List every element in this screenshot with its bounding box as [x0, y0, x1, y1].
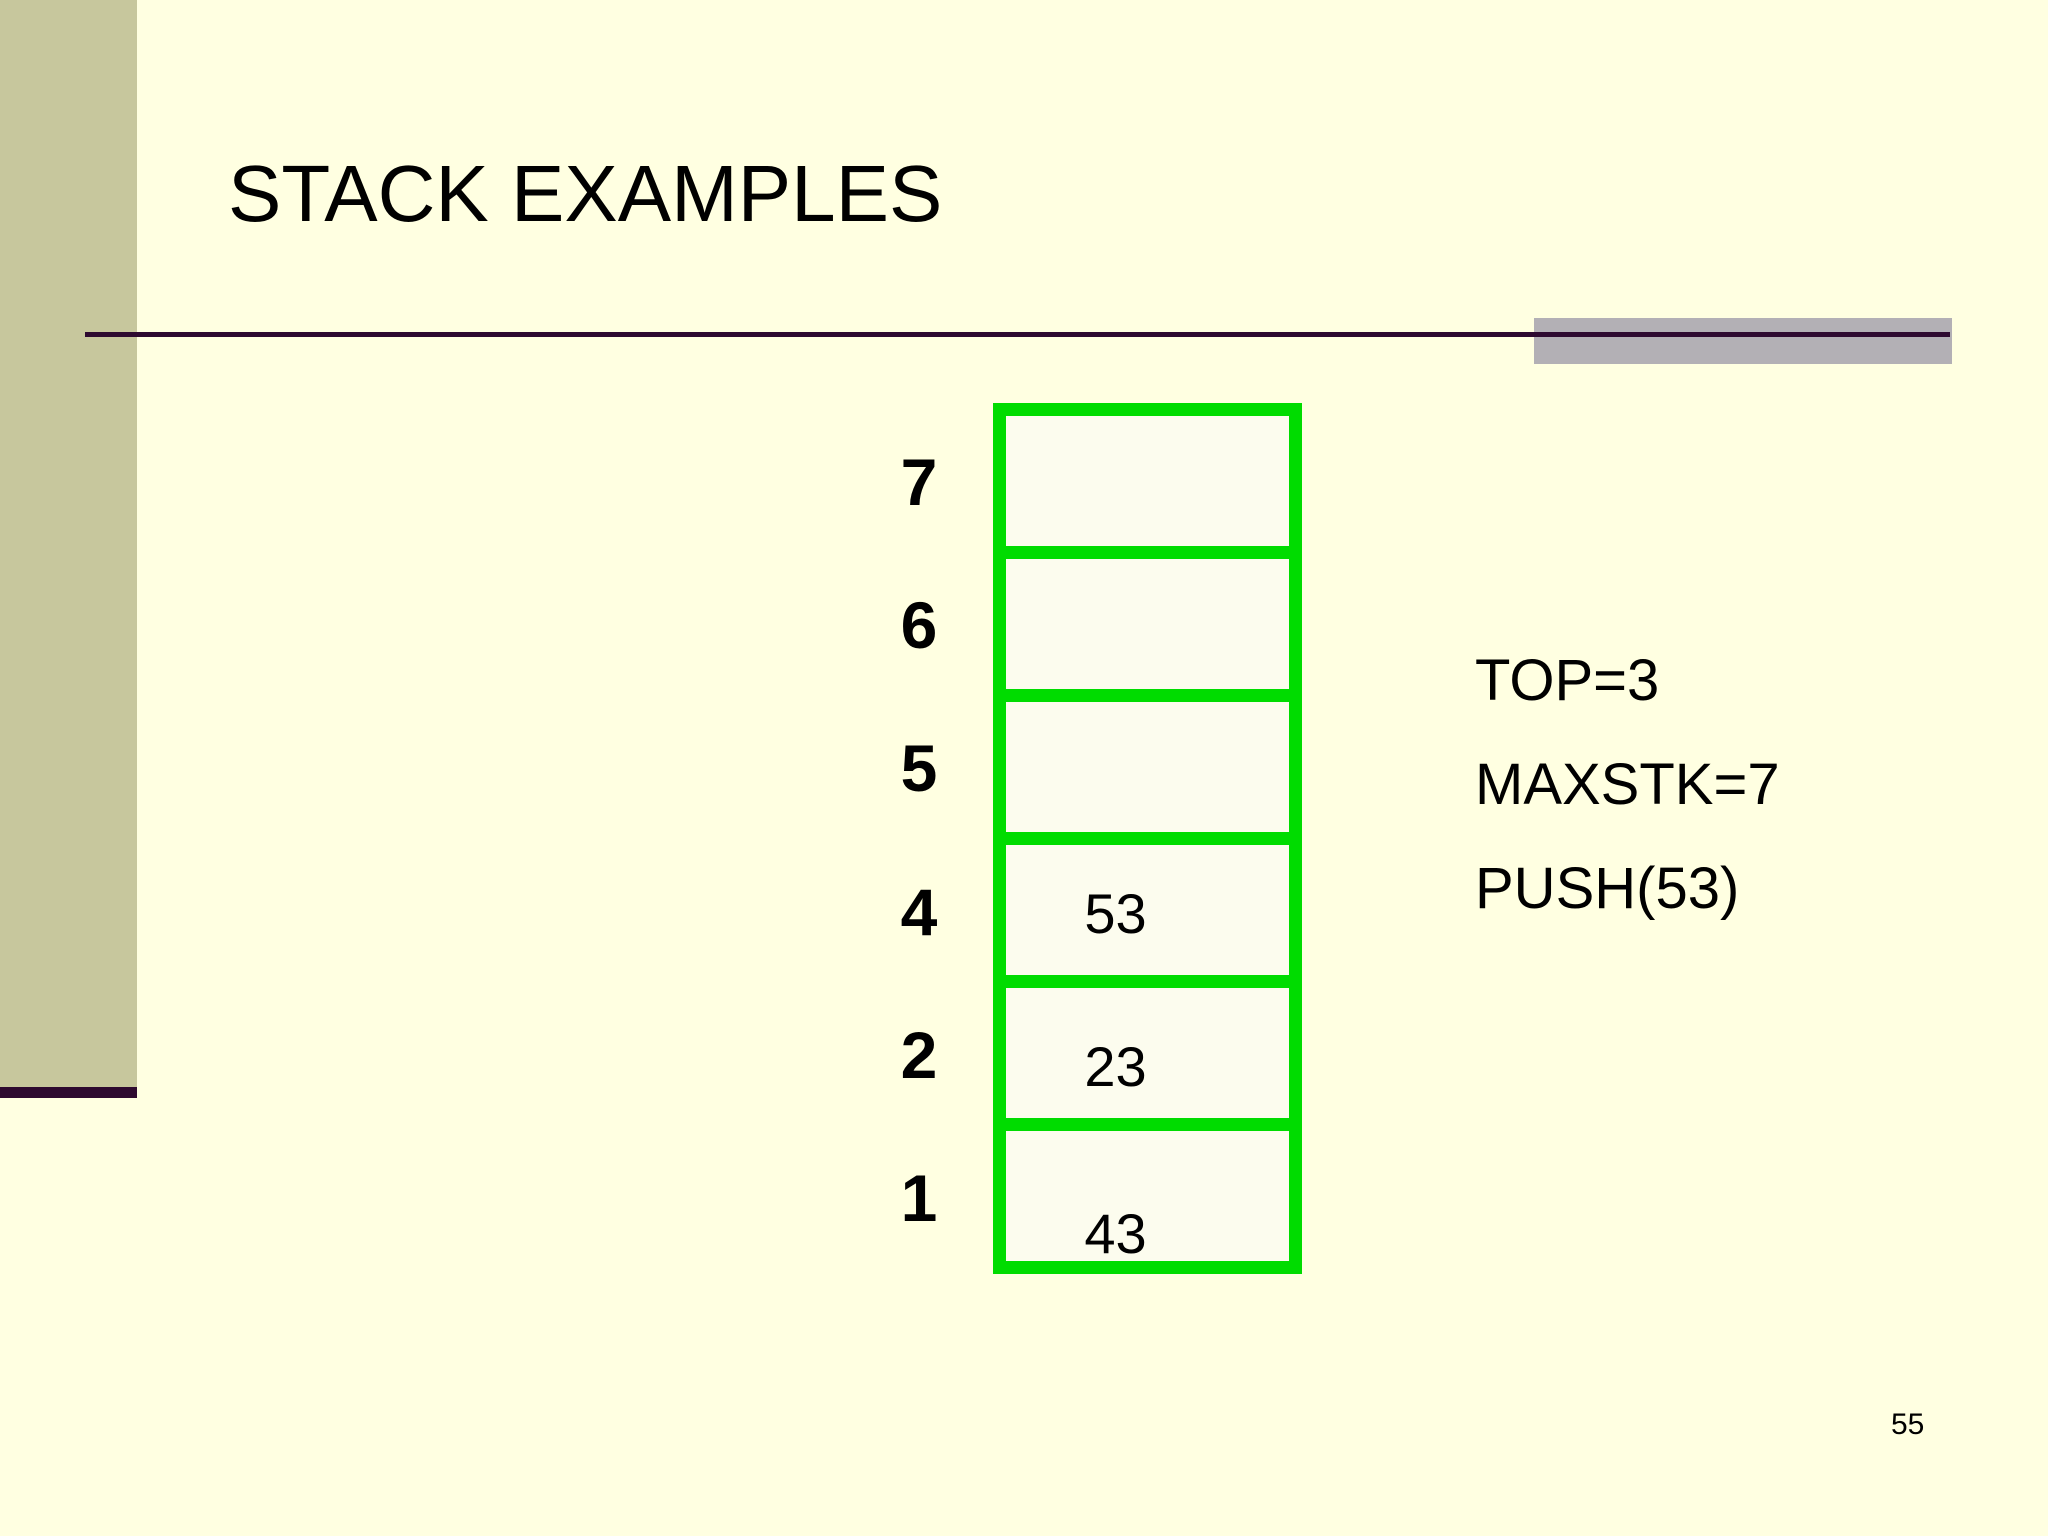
- gray-highlight-bar: [1534, 318, 1952, 364]
- stack-index-label-6: 6: [900, 587, 938, 662]
- title-underline: [85, 332, 1950, 337]
- slide-title: STACK EXAMPLES: [228, 149, 943, 238]
- stack-index-label-2: 2: [900, 1017, 938, 1092]
- stack-cell-2: 23: [1006, 988, 1289, 1118]
- annotation-top: TOP=3: [1475, 648, 1660, 713]
- stack-index-label-1: 1: [900, 1161, 938, 1236]
- stack-cell-2-value: 23: [1084, 1035, 1147, 1098]
- annotation-push: PUSH(53): [1475, 856, 1740, 921]
- stack-cell-1-value: 43: [1084, 1202, 1147, 1265]
- stack-index-label-5: 5: [900, 731, 938, 806]
- stack-cell-7: [1006, 416, 1289, 546]
- stack-index-label-7: 7: [900, 444, 938, 519]
- stack-state-annotations: TOP=3 MAXSTK=7 PUSH(53): [1475, 652, 1780, 964]
- left-sidebar-bar: [0, 0, 137, 1087]
- stack-diagram: 53 23 43: [993, 403, 1302, 1274]
- stack-index-label-4: 4: [900, 874, 938, 949]
- stack-cell-6: [1006, 559, 1289, 689]
- stack-index-labels: 7 6 5 4 2 1: [858, 410, 980, 1270]
- stack-cell-1: 43: [1006, 1131, 1289, 1265]
- stack-cell-5: [1006, 702, 1289, 832]
- page-number: 55: [1891, 1408, 1925, 1441]
- stack-cell-4-value: 53: [1084, 882, 1147, 945]
- stack-cell-4: 53: [1006, 845, 1289, 975]
- annotation-maxstk: MAXSTK=7: [1475, 752, 1780, 817]
- sidebar-accent-strip: [0, 1087, 137, 1098]
